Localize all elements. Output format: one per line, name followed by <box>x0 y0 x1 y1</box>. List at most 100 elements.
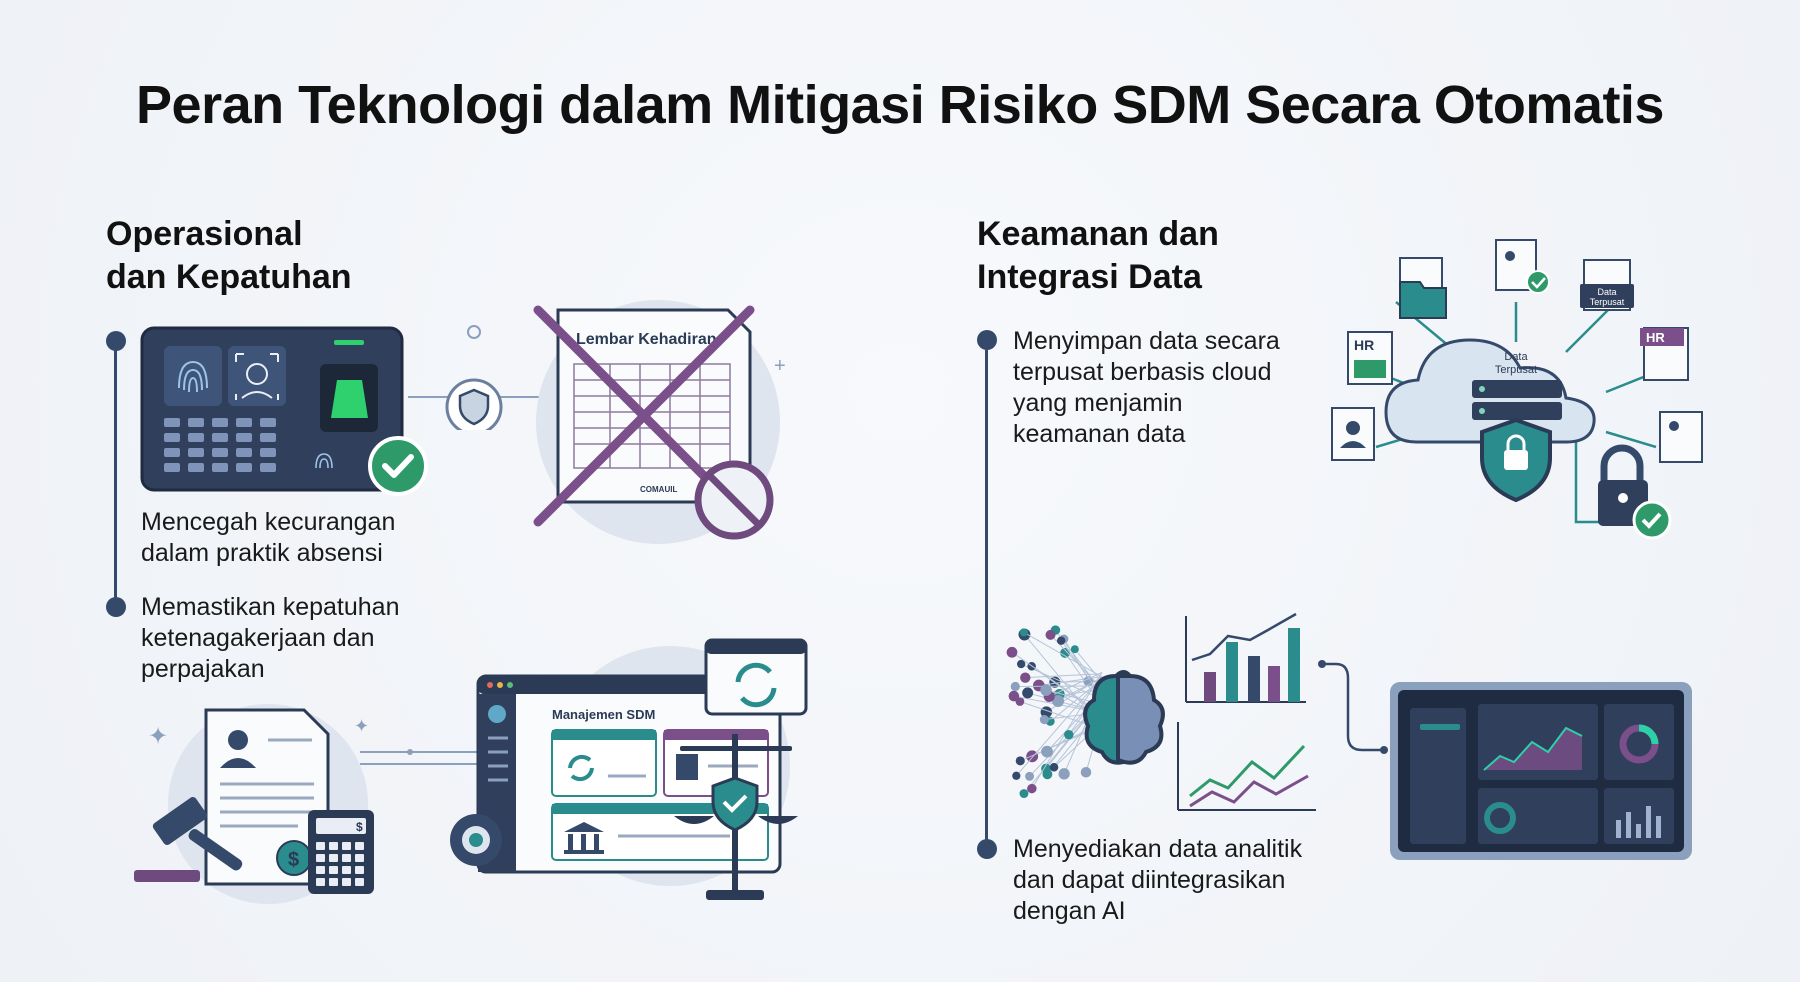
network-node <box>1020 672 1031 683</box>
ai-analytics-illustration <box>1006 612 1316 811</box>
network-link <box>1023 631 1103 678</box>
keypad-key <box>236 448 252 457</box>
network-node <box>1022 687 1034 699</box>
keypad-key <box>236 433 252 442</box>
calculator-key <box>316 854 325 862</box>
network-node <box>1045 629 1056 640</box>
small-fingerprint-icon <box>315 453 333 469</box>
sparkle-plus: + <box>774 355 786 377</box>
keypad-key <box>188 433 204 442</box>
keypad-key <box>212 418 228 427</box>
right-heading-line2: Integrasi Data <box>977 258 1202 296</box>
coin-symbol: $ <box>288 849 299 871</box>
keypad-key <box>236 418 252 427</box>
network-node <box>1049 762 1059 772</box>
right-item-1-line3: yang menjamin <box>1013 389 1183 417</box>
calculator-key <box>329 878 338 886</box>
network-link <box>1015 685 1103 687</box>
network-link <box>1048 672 1103 697</box>
network-link <box>1074 648 1103 683</box>
keypad-key <box>260 433 276 442</box>
face-scan-icon <box>235 353 279 400</box>
keypad-key <box>164 448 180 457</box>
doc-label-line1: Data <box>1597 287 1616 297</box>
analytics-dashboard-illustration <box>1390 682 1692 860</box>
left-section-heading: Operasional dan Kepatuhan <box>106 213 352 299</box>
calculator-key <box>316 842 325 850</box>
network-node <box>1064 729 1074 740</box>
padlock-icon <box>1598 444 1672 540</box>
network-node <box>1042 769 1053 780</box>
calculator-keys <box>316 842 364 886</box>
right-item-1: Menyimpan data secara terpusat berbasis … <box>1013 326 1280 450</box>
documents-icon <box>676 754 698 780</box>
attendance-sheet-footer: COMAUIL <box>640 485 677 494</box>
calculator-key <box>316 866 325 874</box>
calculator-key <box>329 842 338 850</box>
calculator-key <box>355 866 364 874</box>
doc-label-line2: Terpusat <box>1590 297 1625 307</box>
right-item-2-line2: dan dapat diintegrasikan <box>1013 866 1286 894</box>
sparkle-right: ✦ <box>354 716 369 736</box>
right-bullet-1 <box>977 330 997 350</box>
keypad <box>164 418 276 472</box>
bank-icon <box>564 822 604 854</box>
donut-panel <box>1604 704 1674 780</box>
keypad-key <box>260 463 276 472</box>
hr-document-icon <box>1640 327 1689 381</box>
network-node <box>1019 789 1029 799</box>
profile-check-document-icon <box>1495 239 1550 294</box>
network-node <box>1010 681 1020 692</box>
brain-icon <box>1083 670 1165 765</box>
keypad-key <box>164 463 180 472</box>
network-link <box>1015 676 1103 777</box>
network-node <box>1006 646 1018 658</box>
shield-connector <box>408 325 558 430</box>
right-item-1-line2: terpusat berbasis cloud <box>1013 358 1272 386</box>
keypad-key <box>212 448 228 457</box>
network-node <box>1060 647 1071 658</box>
keypad-key <box>260 418 276 427</box>
keypad-key <box>164 418 180 427</box>
shield-icon <box>458 388 490 426</box>
left-heading-line1: Operasional <box>106 215 303 253</box>
calculator-key <box>355 878 364 886</box>
calculator-key <box>316 878 325 886</box>
sparkle-left: ✦ <box>148 723 168 750</box>
compliance-illustration: ✦ ✦ $ $ <box>134 704 374 904</box>
right-item-2-line3: dengan AI <box>1013 897 1126 925</box>
network-link <box>1025 673 1103 679</box>
right-item-2-line1: Menyediakan data analitik <box>1013 835 1303 863</box>
calculator-key <box>329 854 338 862</box>
fingerprint-icon <box>178 360 208 393</box>
hr-management-app-illustration: Manajemen SDM <box>450 638 808 900</box>
hr-badge-left: HR <box>1354 337 1374 353</box>
calculator-key <box>342 854 351 862</box>
central-data-document-icon <box>1580 259 1634 311</box>
calculator-key <box>355 854 364 862</box>
right-item-1-line4: keamanan data <box>1013 420 1186 448</box>
calculator-icon <box>308 810 374 894</box>
left-item-1-line1: Mencegah kecurangan <box>141 508 396 536</box>
server-icon <box>1472 380 1562 420</box>
right-heading-line1: Keamanan dan <box>977 215 1219 253</box>
keypad-key <box>188 448 204 457</box>
left-bullet-1 <box>106 331 126 351</box>
network-node <box>1080 766 1092 778</box>
network-node <box>1016 659 1026 669</box>
gauge-panel <box>1478 788 1598 844</box>
network-node <box>1008 690 1020 702</box>
left-bullet-2 <box>106 597 126 617</box>
shield-check-icon <box>711 776 759 832</box>
network-node <box>1025 771 1035 781</box>
left-timeline-line <box>114 340 117 608</box>
check-badge-icon <box>368 436 428 496</box>
calculator-key <box>342 842 351 850</box>
keypad-key <box>164 433 180 442</box>
cross-line-2 <box>533 305 755 527</box>
keypad-key <box>260 448 276 457</box>
network-node <box>1041 745 1053 758</box>
calculator-key <box>342 878 351 886</box>
hr-badge-right: HR <box>1646 330 1665 345</box>
